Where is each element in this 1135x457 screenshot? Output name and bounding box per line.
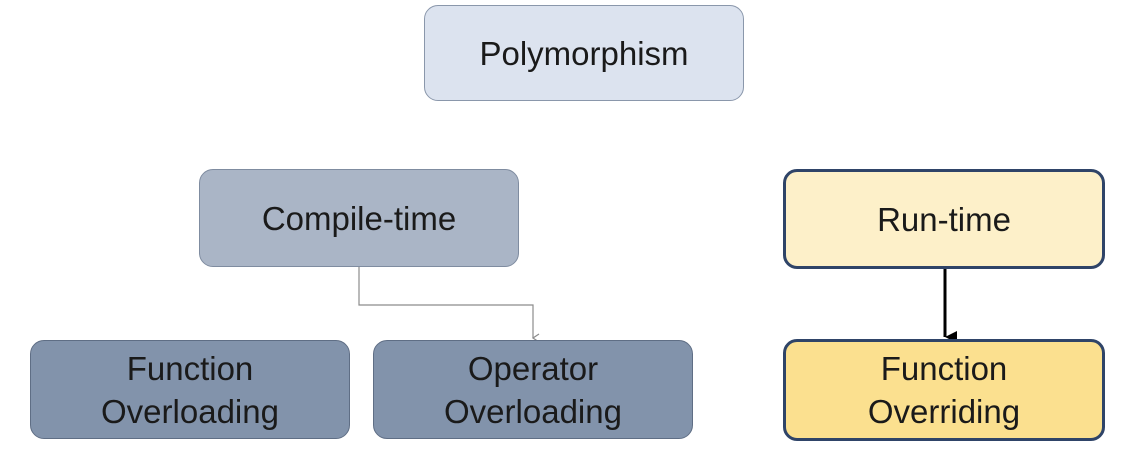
function-overloading-node: Function Overloading: [30, 340, 350, 439]
operator-overloading-line1: Operator: [467, 349, 599, 387]
run-time-node: Run-time: [783, 169, 1105, 269]
operator-overloading-line2: Overloading: [444, 392, 622, 430]
function-overriding-node: Function Overriding: [783, 339, 1105, 441]
run-time-label: Run-time: [877, 200, 1011, 238]
polymorphism-node: Polymorphism: [424, 5, 744, 101]
operator-overloading-node: Operator Overloading: [373, 340, 693, 439]
polymorphism-label: Polymorphism: [479, 34, 689, 72]
compile-time-node: Compile-time: [199, 169, 519, 267]
compile-to-operator-connector: [358, 267, 540, 343]
compile-time-label: Compile-time: [261, 199, 457, 237]
function-overriding-line2: Overriding: [867, 393, 1021, 430]
function-overloading-line2: Overloading: [101, 392, 279, 430]
function-overloading-line1: Function: [126, 349, 254, 387]
function-overriding-line1: Function: [880, 350, 1008, 387]
